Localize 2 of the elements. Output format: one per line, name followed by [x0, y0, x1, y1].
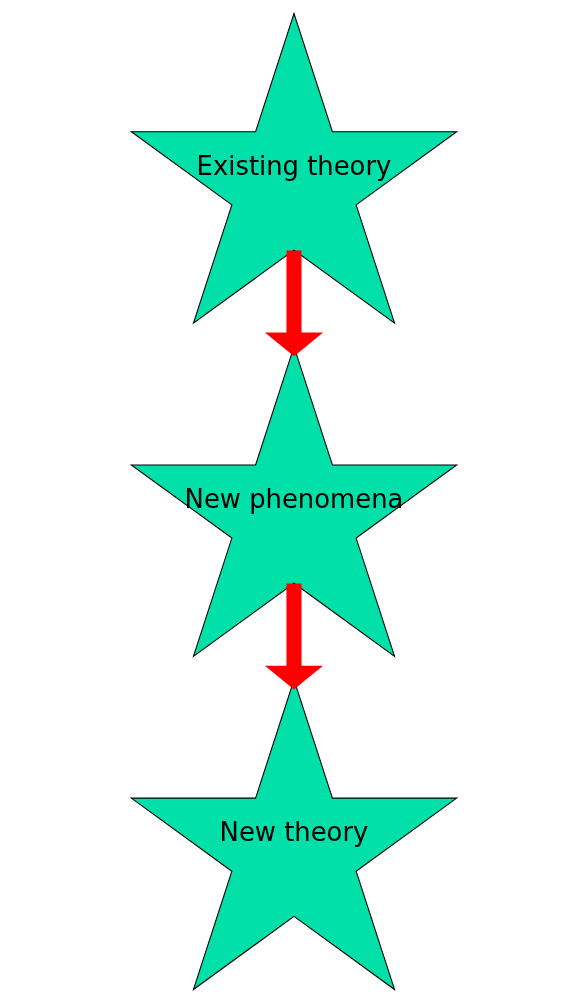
arrow — [264, 583, 323, 690]
arrow — [264, 250, 323, 357]
